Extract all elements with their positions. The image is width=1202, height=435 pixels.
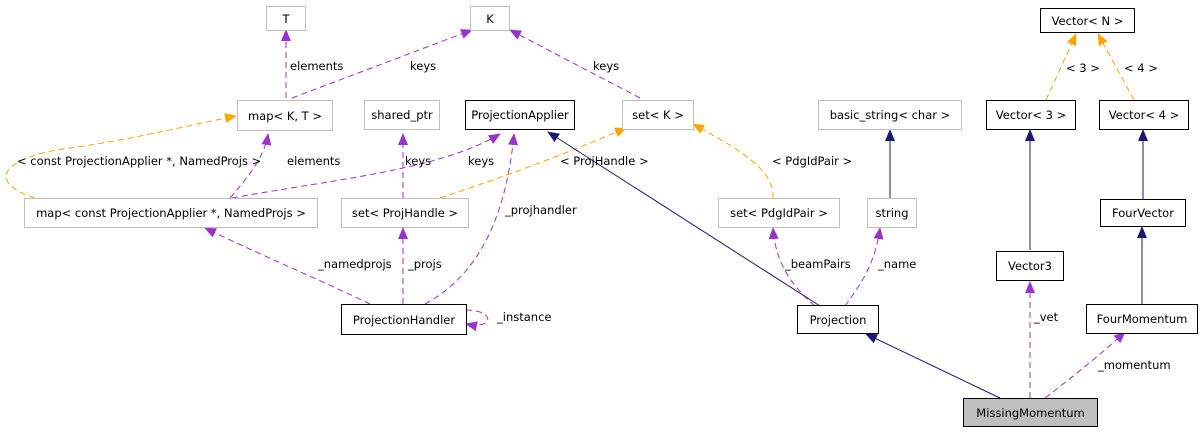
node-map-k-t: map< K, T > xyxy=(237,100,333,131)
label-pdgid-template: < PdgIdPair > xyxy=(772,154,853,168)
edge-handler-namedprojs xyxy=(204,227,371,305)
node-projection-applier[interactable]: ProjectionApplier xyxy=(465,100,575,130)
label-beam-pairs: _beamPairs xyxy=(785,257,851,271)
label-elements-map: elements xyxy=(287,154,341,168)
label-momentum: _momentum xyxy=(1098,358,1171,372)
edge-missing-momentum xyxy=(1044,331,1126,399)
edge-vector4-template xyxy=(1097,33,1135,101)
edge-mapnamed-template xyxy=(5,113,237,199)
edge-map-keys-k xyxy=(291,29,473,99)
node-vector3[interactable]: Vector3 xyxy=(996,251,1064,281)
edge-mapnamed-keys-applier xyxy=(231,133,501,199)
label-namedprojs: _namedprojs xyxy=(318,257,392,271)
node-basic-string: basic_string< char > xyxy=(818,100,962,130)
label-n4: < 4 > xyxy=(1124,61,1158,75)
label-projhandler: _projhandler xyxy=(505,203,577,217)
node-projection-handler[interactable]: ProjectionHandler xyxy=(341,304,467,335)
label-instance: _instance xyxy=(497,310,552,324)
node-projection[interactable]: Projection xyxy=(797,305,879,334)
edge-handler-projhandler xyxy=(424,133,518,305)
node-four-momentum[interactable]: FourMomentum xyxy=(1086,304,1198,334)
node-vector-n[interactable]: Vector< N > xyxy=(1040,8,1135,33)
label-proj-handle-template: < ProjHandle > xyxy=(560,154,649,168)
node-shared-ptr: shared_ptr xyxy=(364,100,440,130)
label-keys-applier: keys xyxy=(468,154,495,168)
edge-setpdgid-template xyxy=(692,123,774,199)
node-set-pdgid-pair: set< PdgIdPair > xyxy=(718,198,840,228)
edge-projection-name xyxy=(844,227,884,307)
label-map-template: < const ProjectionApplier *, NamedProjs … xyxy=(17,154,262,168)
node-missing-momentum: MissingMomentum xyxy=(963,398,1098,427)
node-k: K xyxy=(470,6,510,31)
edge-vector3-template xyxy=(1045,33,1077,101)
edge-handler-instance xyxy=(465,309,488,332)
edge-setk-keys-k xyxy=(509,29,641,99)
node-map-named-projs: map< const ProjectionApplier *, NamedPro… xyxy=(24,198,318,228)
node-four-vector[interactable]: FourVector xyxy=(1100,199,1186,227)
node-t: T xyxy=(266,6,306,31)
edge-projection-beampairs xyxy=(768,227,816,307)
node-set-k: set< K > xyxy=(622,100,694,130)
label-keys-k-set: keys xyxy=(593,59,620,73)
edge-missing-projection xyxy=(865,333,1001,399)
label-name: _name xyxy=(878,257,917,271)
node-vector-4[interactable]: Vector< 4 > xyxy=(1099,100,1189,130)
label-elements-t: elements xyxy=(290,59,344,73)
label-projs: _projs xyxy=(408,257,442,271)
node-set-proj-handle: set< ProjHandle > xyxy=(341,198,469,228)
edge-mapnamed-elements-map xyxy=(229,133,272,199)
label-vet: _vet xyxy=(1034,310,1059,324)
edge-projection-applier xyxy=(547,131,821,307)
node-vector-3[interactable]: Vector< 3 > xyxy=(986,100,1076,130)
label-keys-k-map: keys xyxy=(410,59,437,73)
label-keys-shared: keys xyxy=(405,154,432,168)
label-n3: < 3 > xyxy=(1066,61,1100,75)
node-string: string xyxy=(867,198,917,228)
